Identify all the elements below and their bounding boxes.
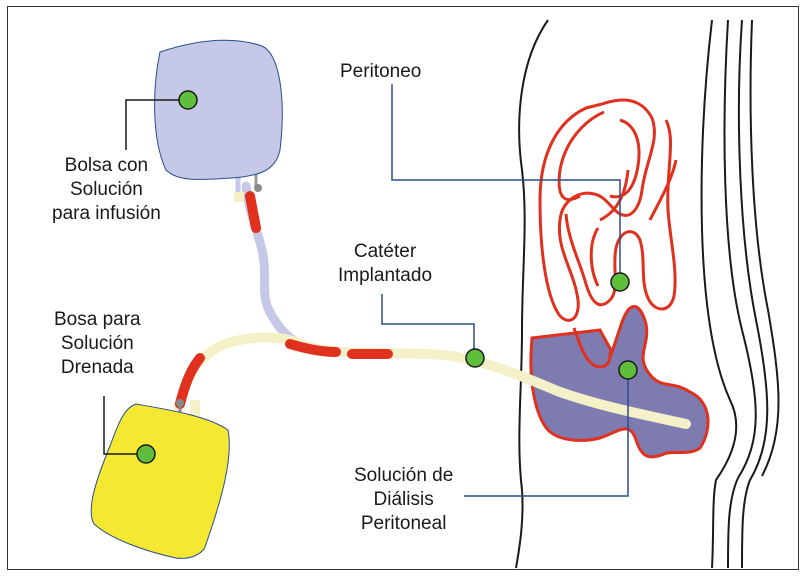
label-line: Solución xyxy=(54,332,141,356)
label-line: Solución xyxy=(52,178,161,202)
label-infusion-bag: Bolsa con Solución para infusión xyxy=(52,154,161,226)
label-line: Catéter xyxy=(338,240,432,264)
drain-bag xyxy=(91,399,229,558)
label-peritoneo: Peritoneo xyxy=(340,60,421,84)
label-line: Solución de xyxy=(354,464,453,488)
dialysis-fluid-region xyxy=(531,306,708,456)
marker-peritoneo xyxy=(611,273,629,291)
marker-drain-bag xyxy=(137,445,155,463)
infusion-bag xyxy=(155,40,283,202)
marker-dialysis-solution xyxy=(619,361,637,379)
label-line: Bolsa con xyxy=(52,154,161,178)
label-catheter: Catéter Implantado xyxy=(338,240,432,288)
label-line: Peritoneal xyxy=(354,512,453,536)
label-line: Bosa para xyxy=(54,308,141,332)
label-line: Drenada xyxy=(54,356,141,380)
label-peritoneo-text: Peritoneo xyxy=(340,60,421,84)
label-line: Diálisis xyxy=(354,488,453,512)
label-line: Implantado xyxy=(338,264,432,288)
label-dialysis-solution: Solución de Diálisis Peritoneal xyxy=(354,464,453,536)
label-line: para infusión xyxy=(52,202,161,226)
label-drain-bag: Bosa para Solución Drenada xyxy=(54,308,141,380)
peritoneum-outline xyxy=(540,100,676,367)
marker-infusion-bag xyxy=(179,91,197,109)
marker-catheter xyxy=(466,349,484,367)
